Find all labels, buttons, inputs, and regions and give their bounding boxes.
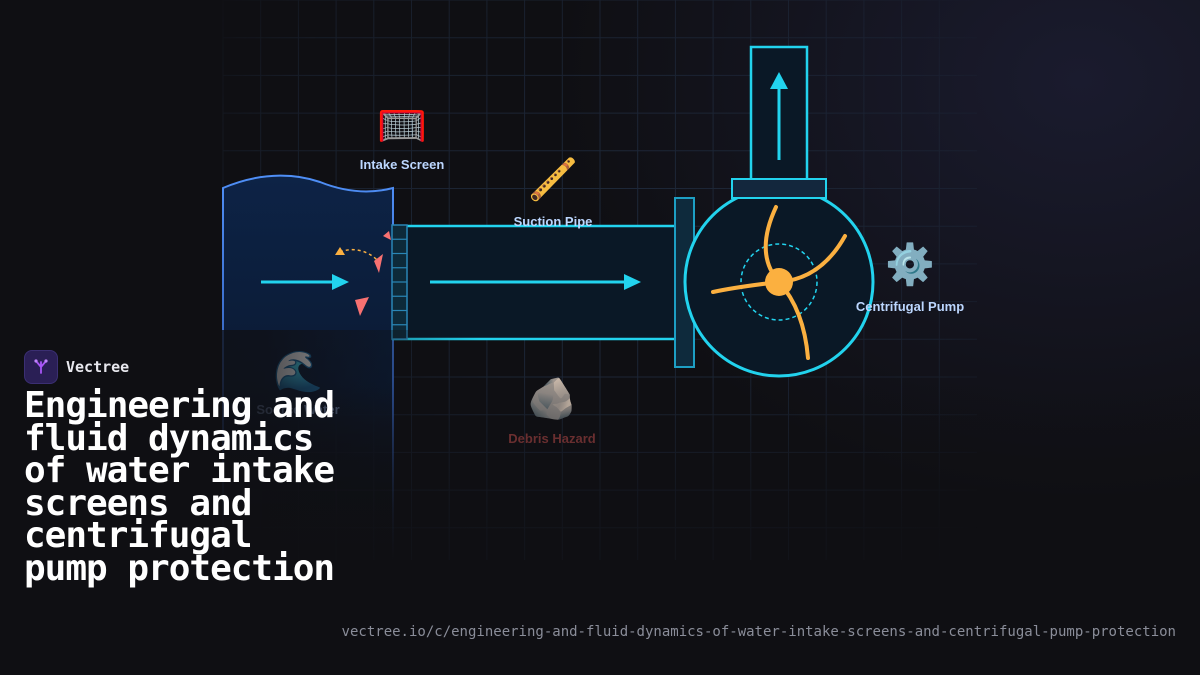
debris-particle [355,297,369,316]
debris-particle [383,231,391,240]
centrifugal-pump-label: Centrifugal Pump [855,299,965,314]
suction-pipe-label: Suction Pipe [513,214,593,229]
net-icon: 🥅 [377,103,427,149]
discharge-flange [731,178,827,199]
tree-icon [34,359,48,374]
impeller-eye [740,243,818,321]
gear-icon: ⚙️ [885,242,935,288]
deflection-arrow-head [335,247,345,255]
debris-particle [374,254,383,273]
source-water-edge [222,174,394,560]
brand-name: Vectree [66,358,130,376]
vectree-logo-icon [24,350,58,384]
intake-screen-mesh [391,224,408,340]
debris-hazard-label: Debris Hazard [508,431,596,446]
brand: Vectree [24,350,129,384]
rock-icon: 🪨 [527,376,577,422]
intake-screen-label: Intake Screen [359,157,445,172]
inflow-arrow-head [332,274,349,290]
flute-icon: 🪈 [528,157,578,203]
page-url: vectree.io/c/engineering-and-fluid-dynam… [341,624,1176,640]
discharge-flow-arrow-head [770,72,788,89]
suction-flow-arrow-head [624,274,641,290]
page-title: Engineering and fluid dynamics of water … [24,385,335,589]
impeller-hub [765,268,793,296]
